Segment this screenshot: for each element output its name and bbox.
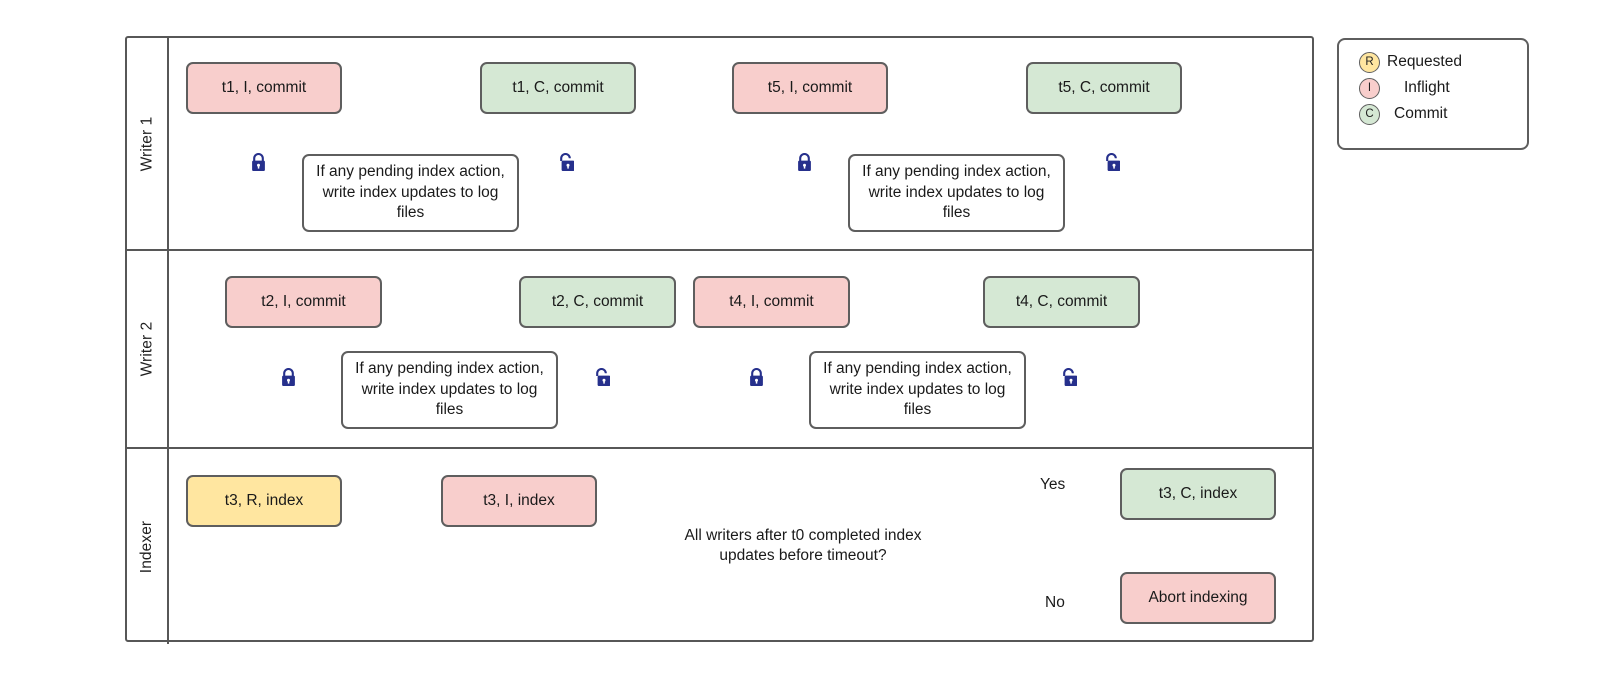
lane-header-writer-2: Writer 2 — [127, 251, 169, 447]
swimlane-pool: Writer 1 t1, I, commit If any pending in… — [125, 36, 1314, 644]
node-w1-t1-inflight[interactable]: t1, I, commit — [186, 62, 342, 114]
node-ix-abort[interactable]: Abort indexing — [1120, 572, 1276, 624]
lane-header-indexer: Indexer — [127, 449, 169, 644]
lane-label-indexer: Indexer — [138, 520, 155, 573]
lane-label-writer-1: Writer 1 — [138, 116, 155, 171]
edge-label-no: No — [1045, 594, 1065, 611]
lock-open-icon — [557, 152, 575, 172]
node-w2-t4-inflight[interactable]: t4, I, commit — [693, 276, 850, 328]
node-w1-process-2[interactable]: If any pending index action, write index… — [848, 154, 1065, 232]
node-ix-t3-commit[interactable]: t3, C, index — [1120, 468, 1276, 520]
lock-closed-icon — [748, 367, 765, 387]
node-w1-t5-inflight[interactable]: t5, I, commit — [732, 62, 888, 114]
node-w2-t2-commit[interactable]: t2, C, commit — [519, 276, 676, 328]
legend-label-commit: Commit — [1394, 105, 1448, 122]
legend-item-commit: C Commit — [1339, 101, 1527, 127]
node-w1-t5-commit[interactable]: t5, C, commit — [1026, 62, 1182, 114]
node-w1-t1-commit[interactable]: t1, C, commit — [480, 62, 636, 114]
node-w2-process-1[interactable]: If any pending index action, write index… — [341, 351, 558, 429]
legend-badge-commit-icon: C — [1359, 103, 1380, 125]
lane-writer-1: Writer 1 t1, I, commit If any pending in… — [127, 38, 1312, 249]
node-w2-t2-inflight[interactable]: t2, I, commit — [225, 276, 382, 328]
lane-writer-2: Writer 2 t2, I, commit If any pending in… — [127, 249, 1312, 447]
edge-label-yes: Yes — [1040, 476, 1066, 493]
lock-closed-icon — [250, 152, 267, 172]
node-w1-process-1[interactable]: If any pending index action, write index… — [302, 154, 519, 232]
node-ix-decision[interactable]: All writers after t0 completed index upd… — [672, 500, 934, 592]
legend-badge-requested-icon: R — [1359, 51, 1380, 73]
legend-label-inflight: Inflight — [1404, 79, 1450, 96]
lane-body-writer-1: t1, I, commit If any pending index actio… — [169, 38, 1312, 249]
lock-closed-icon — [796, 152, 813, 172]
node-w2-process-2[interactable]: If any pending index action, write index… — [809, 351, 1026, 429]
legend-item-requested: R Requested — [1339, 49, 1527, 75]
legend-panel: R Requested I Inflight C Commit — [1337, 38, 1529, 150]
lane-header-writer-1: Writer 1 — [127, 38, 169, 249]
lock-open-icon — [1103, 152, 1121, 172]
legend-label-requested: Requested — [1387, 53, 1462, 70]
lock-open-icon — [593, 367, 611, 387]
node-w2-t4-commit[interactable]: t4, C, commit — [983, 276, 1140, 328]
node-ix-t3-inflight[interactable]: t3, I, index — [441, 475, 597, 527]
lane-body-indexer: t3, R, index t3, I, index t3, C, index A… — [169, 449, 1312, 644]
lane-label-writer-2: Writer 2 — [138, 321, 155, 377]
lock-closed-icon — [280, 367, 297, 387]
lane-indexer: Indexer t3, R, index t3, I, index t3, C,… — [127, 447, 1312, 644]
node-ix-t3-requested[interactable]: t3, R, index — [186, 475, 342, 527]
legend-item-inflight: I Inflight — [1339, 75, 1527, 101]
lock-open-icon — [1060, 367, 1078, 387]
lane-body-writer-2: t2, I, commit If any pending index actio… — [169, 251, 1312, 447]
decision-label: All writers after t0 completed index upd… — [684, 526, 922, 564]
legend-badge-inflight-icon: I — [1359, 77, 1380, 99]
